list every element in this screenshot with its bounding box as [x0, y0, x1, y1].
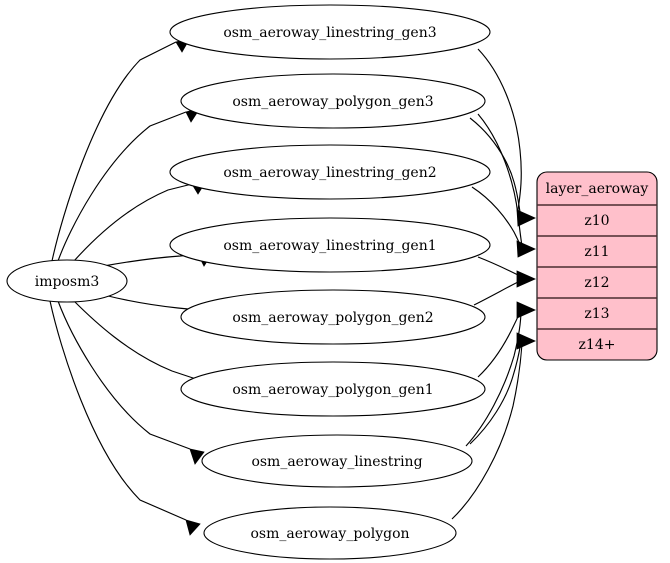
- layer-table-cell-z11[interactable]: z11: [584, 244, 609, 260]
- node-osm-aeroway-linestring[interactable]: osm_aeroway_linestring: [201, 434, 473, 488]
- node-osm-aeroway-linestring-gen3[interactable]: osm_aeroway_linestring_gen3: [169, 4, 491, 60]
- ellipse-shape[interactable]: [180, 73, 486, 129]
- edge-imposm3-to-polygon-gen1: [73, 300, 197, 380]
- node-osm-aeroway-polygon-gen1[interactable]: osm_aeroway_polygon_gen1: [180, 361, 486, 417]
- arrowhead-z11: [516, 240, 536, 258]
- node-label: osm_aeroway_linestring_gen2: [223, 165, 436, 181]
- imposm3-ellipse[interactable]: [6, 259, 128, 303]
- edge-polygon-gen3-to-z11: [477, 113, 523, 248]
- node-osm-aeroway-linestring-gen1[interactable]: osm_aeroway_linestring_gen1: [169, 217, 491, 273]
- node-label: osm_aeroway_linestring_gen3: [223, 25, 436, 41]
- edge-linestring-gen1-to-z12: [477, 256, 522, 278]
- edge-imposm3-to-linestring-gen2: [73, 183, 193, 262]
- edge-polygon-gen2-to-z12: [473, 279, 522, 306]
- ellipse-shape[interactable]: [203, 506, 457, 560]
- edge-imposm3-to-linestring-gen3: [51, 41, 177, 262]
- node-label: osm_aeroway_linestring: [251, 454, 422, 470]
- ellipse-shape[interactable]: [180, 289, 486, 345]
- node-osm-aeroway-polygon[interactable]: osm_aeroway_polygon: [203, 506, 457, 560]
- edge-linestring-to-z13: [465, 309, 522, 447]
- node-label: osm_aeroway_linestring_gen1: [223, 238, 436, 254]
- node-layer-aeroway-table[interactable]: layer_aeroway z10 z11 z12 z13 z14+: [536, 171, 658, 361]
- arrowhead-z13: [516, 301, 536, 319]
- node-label: osm_aeroway_polygon: [250, 526, 409, 542]
- edge-imposm3-to-polygon-gen3: [57, 111, 187, 262]
- node-imposm3[interactable]: imposm3: [6, 259, 128, 303]
- node-osm-aeroway-polygon-gen3[interactable]: osm_aeroway_polygon_gen3: [180, 73, 486, 129]
- node-label: osm_aeroway_polygon_gen3: [232, 94, 433, 110]
- arrowhead-z10: [516, 209, 536, 227]
- edge-linestring-to-z14plus: [469, 341, 522, 445]
- arrowhead-z12: [516, 270, 536, 288]
- edge-imposm3-to-linestring-gen1: [103, 253, 199, 267]
- arrowhead-z14plus: [516, 332, 536, 350]
- node-label: osm_aeroway_polygon_gen2: [232, 310, 433, 326]
- layer-table-cell-z14plus[interactable]: z14+: [579, 337, 616, 353]
- arrowhead-linestring: [189, 448, 205, 465]
- node-osm-aeroway-linestring-gen2[interactable]: osm_aeroway_linestring_gen2: [169, 144, 491, 200]
- ellipse-shape[interactable]: [169, 217, 491, 273]
- arrowhead-polygon: [185, 519, 201, 536]
- layer-table-background: [536, 171, 658, 361]
- ellipse-shape[interactable]: [169, 4, 491, 60]
- layer-table-header-label: layer_aeroway: [546, 181, 649, 197]
- ellipse-shape[interactable]: [169, 144, 491, 200]
- layer-table-cell-z10[interactable]: z10: [584, 213, 609, 229]
- imposm3-label: imposm3: [35, 274, 100, 290]
- node-label: osm_aeroway_polygon_gen1: [232, 382, 433, 398]
- ellipse-shape[interactable]: [180, 361, 486, 417]
- edge-imposm3-to-linestring: [57, 300, 191, 450]
- layer-table-cell-z13[interactable]: z13: [584, 306, 609, 322]
- edge-polygon-gen3-to-z10: [469, 117, 523, 217]
- edge-imposm3-to-polygon: [49, 300, 187, 521]
- edge-linestring-gen3-to-z10: [477, 48, 522, 216]
- node-osm-aeroway-polygon-gen2[interactable]: osm_aeroway_polygon_gen2: [180, 289, 486, 345]
- edge-polygon-to-z14plus: [451, 343, 523, 520]
- ellipse-shape[interactable]: [201, 434, 473, 488]
- layer-table-cell-z12[interactable]: z12: [584, 275, 609, 291]
- edge-imposm3-to-polygon-gen2: [103, 294, 199, 311]
- edge-group-tables-to-layer: [451, 48, 536, 520]
